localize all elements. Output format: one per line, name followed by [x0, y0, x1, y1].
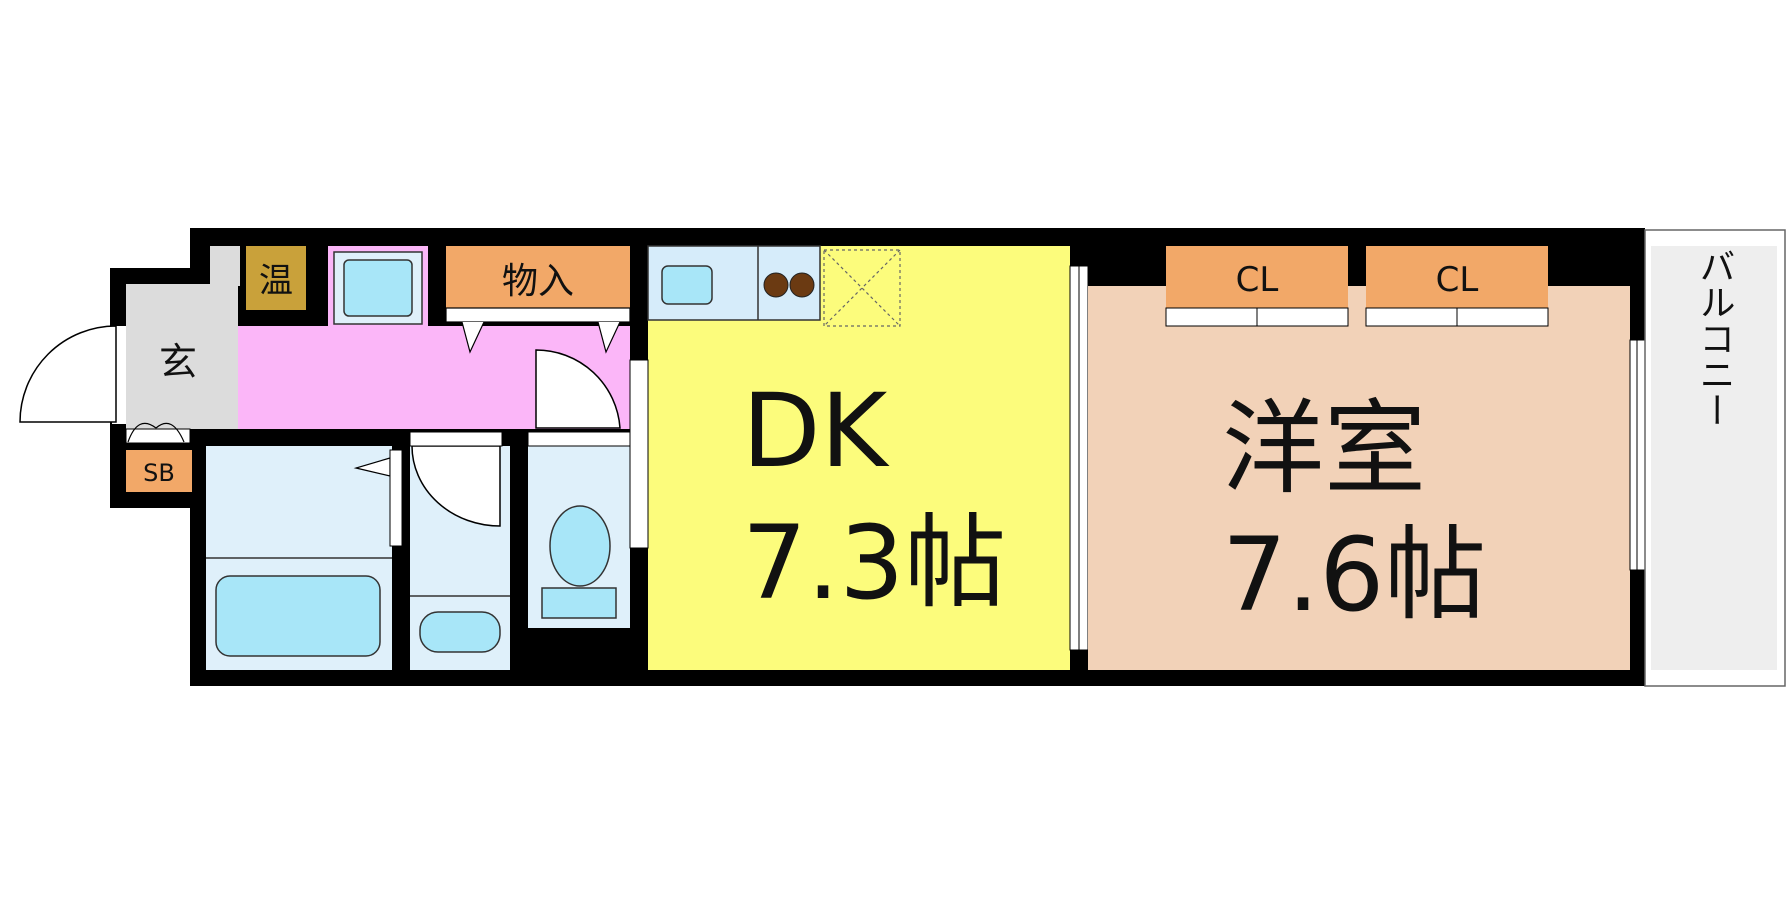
storage-label: 物入 — [502, 261, 574, 302]
storage-door-track — [445, 307, 631, 323]
dk-name-label: DK — [742, 372, 891, 491]
washroom-door-swing[interactable] — [411, 445, 501, 527]
balcony-floor — [1651, 246, 1777, 670]
refrigerator-space-icon — [823, 249, 901, 327]
shoe-box-doors — [127, 422, 185, 443]
washing-machine-icon — [333, 251, 423, 325]
entrance-floor-step — [210, 246, 240, 286]
western-room-name-label: 洋室 — [1222, 390, 1426, 509]
two-burner-stove-icon — [763, 272, 815, 298]
dk-size-label: 7.3帖 — [742, 504, 1006, 623]
closet-1 — [1166, 246, 1348, 308]
toilet-door-frame — [527, 431, 631, 447]
western-room-floor — [1088, 286, 1630, 670]
wash-basin-icon — [419, 611, 501, 653]
shoe-box — [126, 450, 192, 492]
toilet-icon — [541, 505, 617, 619]
washroom-door-frame — [409, 431, 503, 447]
shoe-box-bg — [125, 428, 191, 444]
bathroom-door-jamb — [389, 449, 403, 547]
western-room-alcove — [1088, 326, 1630, 346]
toilet-door-swing[interactable] — [535, 349, 621, 429]
dk-hall-opening — [629, 359, 649, 549]
water-heater-label: 温 — [259, 261, 293, 301]
entrance-floor — [126, 284, 238, 429]
western-room-size-label: 7.6帖 — [1222, 516, 1486, 635]
shoe-box-label: SB — [143, 459, 175, 487]
entrance-door[interactable] — [19, 325, 126, 424]
storage — [446, 246, 630, 308]
closet-2 — [1366, 246, 1548, 308]
storage-door-markers — [461, 321, 621, 354]
closet-2-label: CL — [1436, 260, 1479, 300]
entrance-label: 玄 — [159, 340, 197, 384]
bathtub-icon — [215, 575, 381, 657]
water-heater — [246, 246, 306, 310]
closet-1-label: CL — [1236, 260, 1279, 300]
kitchen-sink-icon — [661, 265, 713, 305]
balcony-label: バルコニー — [1694, 248, 1735, 428]
